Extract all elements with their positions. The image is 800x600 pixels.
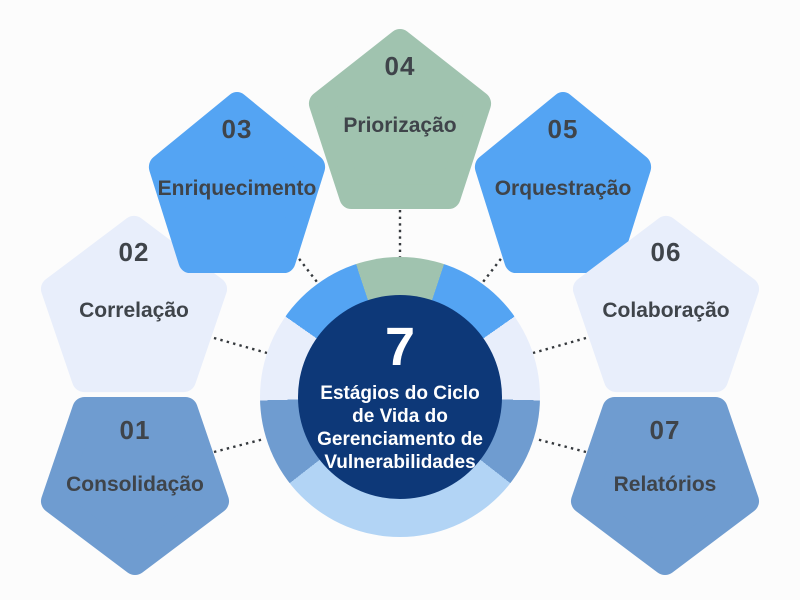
stage-2-correlacao: 02 Correlação [40,215,228,393]
stage-number: 07 [649,414,681,445]
stage-label: Relatórios [613,473,717,497]
pentagon-up-shape [40,215,228,393]
stage-number: 03 [221,113,253,144]
pentagon-up-shape [572,215,760,393]
stage-label: Consolidação [66,473,204,497]
connector-stage-7 [535,437,587,454]
pentagon-up-shape [474,91,652,274]
center-circle: 7 Estágios do Ciclo de Vida do Gerenciam… [298,295,502,499]
stage-label: Enriquecimento [157,177,317,200]
stage-label: Correlação [79,298,189,322]
connector-stage-2 [213,336,268,355]
stage-4-priorizacao: 04 Priorização [308,28,492,210]
connector-stage-3 [282,237,318,283]
stage-number: 04 [384,50,416,81]
connector-stage-6 [532,336,587,355]
stage-3-enriquecimento: 03 Enriquecimento [148,91,326,274]
pentagon-down-shape [570,396,760,576]
stage-number: 05 [547,113,579,144]
pentagon-up-shape [308,28,492,210]
stage-6-colaboracao: 06 Colaboração [572,215,760,393]
stage-1-consolidacao: 01 Consolidação [40,396,230,576]
stage-5-orquestracao: 05 Orquestração [474,91,652,274]
pentagon-down-shape [40,396,230,576]
center-title: Estágios do Ciclo de Vida do Gerenciamen… [317,383,483,473]
stage-7-relatorios: 07 Relatórios [570,396,760,576]
center-number: 7 [384,317,416,377]
connector-stage-5 [482,237,518,283]
stage-number: 01 [119,414,151,445]
pentagon-up-shape [148,91,326,274]
stage-label: Colaboração [602,298,730,322]
stage-number: 06 [650,237,682,268]
stage-label: Priorização [343,113,457,137]
connector-stage-1 [213,437,265,454]
stage-label: Orquestração [494,177,632,200]
stage-number: 02 [118,237,150,268]
